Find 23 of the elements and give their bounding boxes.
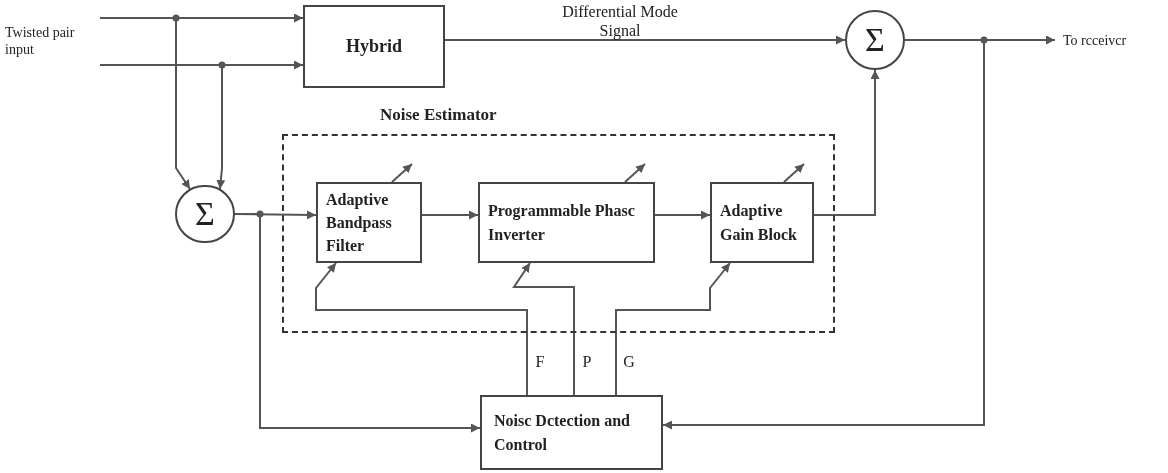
edge-label: F <box>534 352 546 372</box>
connector-arrow <box>615 262 731 396</box>
connector-arrow <box>512 262 575 396</box>
terminal-label: Twisted pair input <box>5 12 100 70</box>
process-box: Adaptive Bandpass Filter <box>316 182 422 263</box>
process-box: Adaptive Gain Block <box>710 182 814 263</box>
group-title: Noise Estimator <box>380 106 497 123</box>
process-box: Programmable Phasc Inverter <box>478 182 655 263</box>
connector-arrow <box>813 69 880 216</box>
connector-arrow <box>662 39 985 430</box>
edge-label: Differential Mode Signal <box>561 2 679 41</box>
terminal-label: To rcceivcr <box>1055 30 1160 52</box>
edge-label: P <box>581 352 593 372</box>
connector-arrow <box>654 210 711 220</box>
connector-arrow <box>315 262 528 396</box>
process-box: Noisc Dctection and Control <box>480 395 663 470</box>
summing-junction: Σ <box>845 10 905 70</box>
connector-arrow <box>421 210 479 220</box>
dashed-group-box <box>282 106 835 333</box>
connector-arrow <box>444 35 846 45</box>
edge-label: G <box>622 352 636 372</box>
process-box: Hybrid <box>303 5 445 88</box>
summing-junction: Σ <box>175 185 235 243</box>
